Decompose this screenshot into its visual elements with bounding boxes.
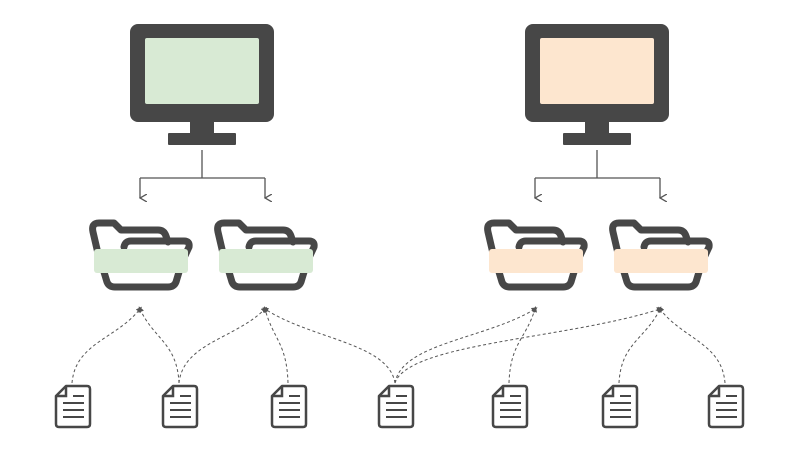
folder-bottom	[492, 258, 581, 291]
document-body	[601, 384, 639, 429]
document-icon	[601, 384, 639, 429]
folder-flap	[515, 237, 588, 266]
monitor-screen	[145, 38, 259, 104]
folder-4	[609, 219, 713, 291]
dashed-link	[262, 307, 396, 384]
document-fold	[163, 386, 175, 398]
document-body	[707, 384, 745, 429]
folder-back	[89, 219, 172, 266]
dashed-link	[394, 307, 538, 384]
document-icon	[270, 384, 308, 429]
document-body	[161, 384, 199, 429]
connector-arrows	[535, 150, 660, 198]
folder-label-band	[489, 249, 583, 273]
dashed-link	[394, 307, 663, 384]
monitor-base	[563, 133, 631, 145]
folder-bottom	[617, 258, 706, 291]
folder-2	[214, 219, 318, 291]
document-icon	[54, 384, 92, 429]
document-fold	[493, 386, 505, 398]
dashed-link	[178, 306, 268, 384]
document-body	[270, 384, 308, 429]
monitor-neck	[585, 122, 609, 135]
dashed-link	[618, 306, 662, 384]
folder-label-band	[614, 249, 708, 273]
document-fold	[379, 386, 391, 398]
document-fold	[272, 386, 284, 398]
document-icon	[707, 384, 745, 429]
monitor-neck	[190, 122, 214, 135]
document-fold	[56, 386, 68, 398]
document-icon	[161, 384, 199, 429]
folder-flap	[640, 237, 713, 266]
folder-back	[609, 219, 692, 266]
folder-back	[484, 219, 567, 266]
folder-bottom	[97, 258, 186, 291]
hierarchy	[54, 24, 745, 429]
folder-flap	[120, 237, 193, 266]
dashed-link	[71, 306, 142, 384]
folder-label-band	[219, 249, 313, 273]
connector-arrows	[140, 150, 265, 198]
document-icon	[377, 384, 415, 429]
folder-flap	[245, 237, 318, 266]
document-body	[377, 384, 415, 429]
dashed-link	[262, 306, 289, 384]
dashed-links	[71, 306, 726, 384]
document-fold	[709, 386, 721, 398]
folder-1	[89, 219, 193, 291]
folder-3	[484, 219, 588, 291]
dashed-link	[138, 306, 180, 384]
document-fold	[603, 386, 615, 398]
folder-label-band	[94, 249, 188, 273]
monitor-1	[130, 24, 274, 145]
document-body	[491, 384, 529, 429]
monitor-base	[168, 133, 236, 145]
document-body	[54, 384, 92, 429]
monitor-screen	[540, 38, 654, 104]
dashed-link	[658, 306, 726, 384]
folder-bottom	[222, 258, 311, 291]
folder-back	[214, 219, 297, 266]
monitor-2	[525, 24, 669, 145]
document-icon	[491, 384, 529, 429]
